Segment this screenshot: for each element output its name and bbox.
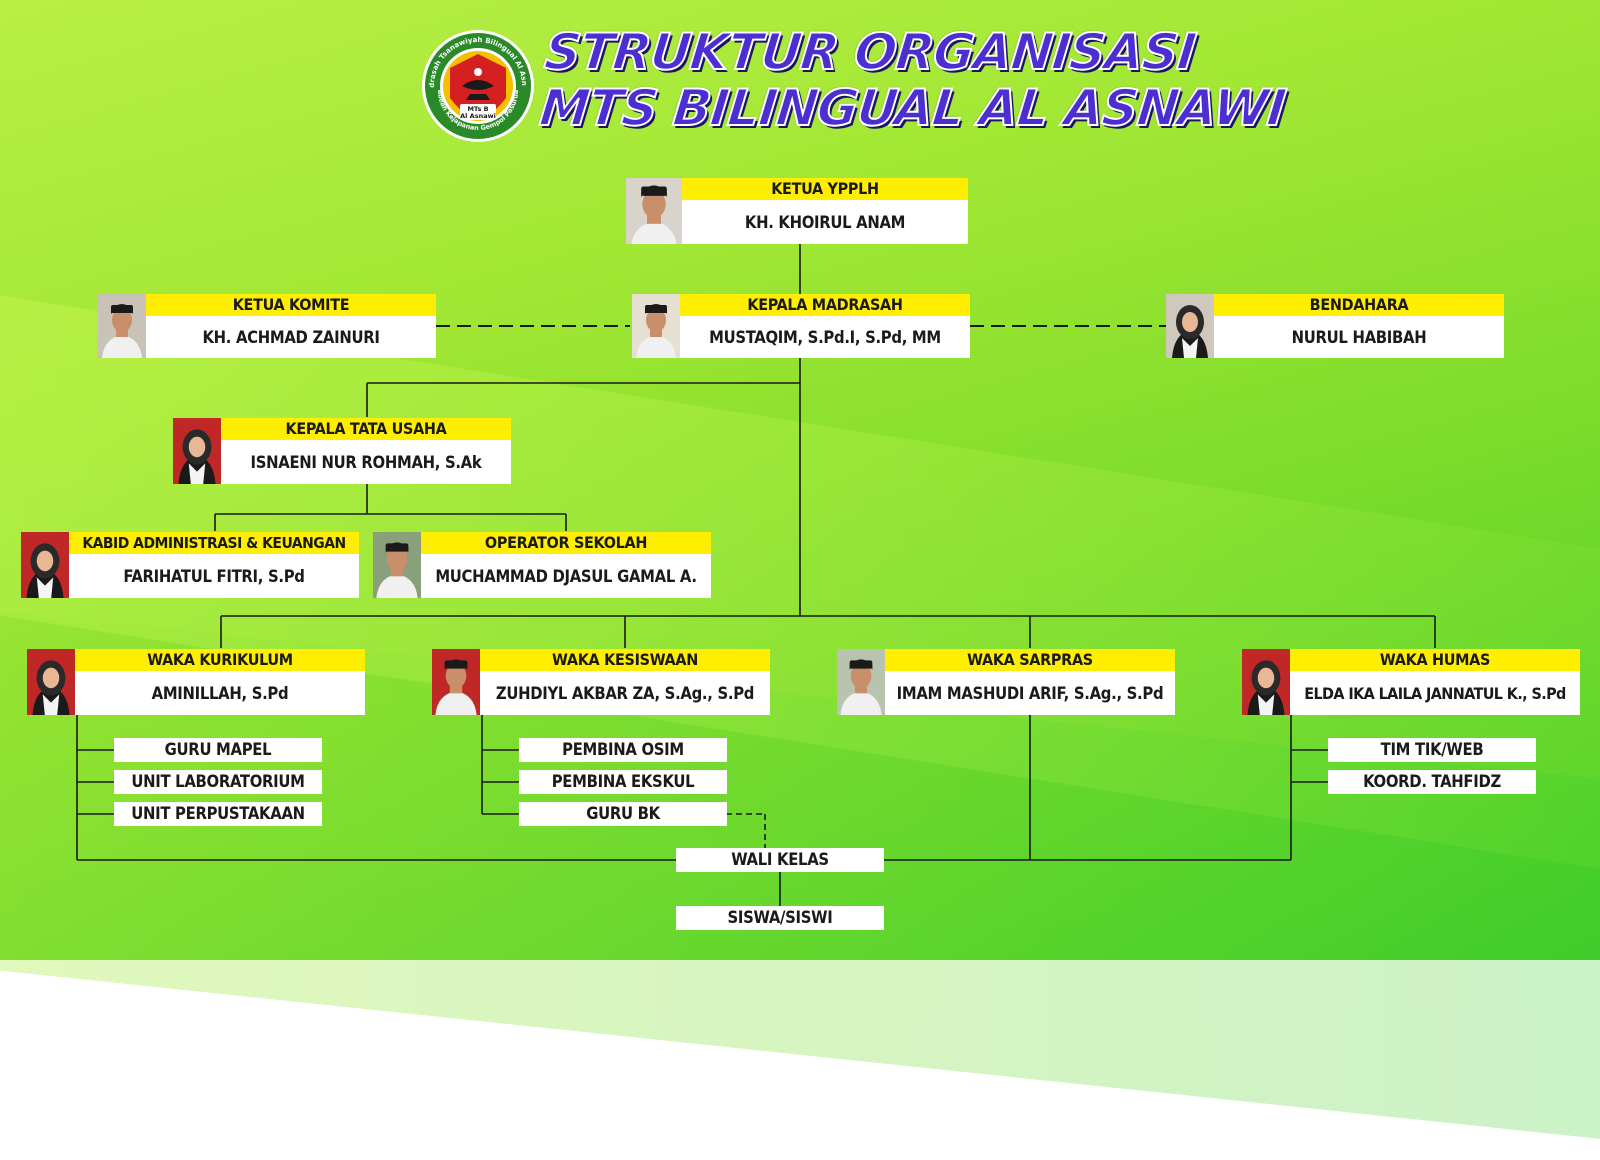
position-card-kabid-admin: KABID ADMINISTRASI & KEUANGAN FARIHATUL … [21, 532, 359, 598]
unit-label-pembina-ekskul: PEMBINA EKSKUL [519, 770, 727, 794]
man-photo [432, 649, 480, 715]
unit-label-siswa-siswi: SISWA/SISWI [676, 906, 884, 930]
position-role: KETUA YPPLH [682, 178, 968, 200]
position-role: KEPALA TATA USAHA [221, 418, 511, 440]
woman-photo [1242, 649, 1290, 715]
position-role: WAKA KESISWAAN [480, 649, 770, 671]
position-name: ELDA IKA LAILA JANNATUL K., S.Pd [1290, 671, 1580, 715]
unit-label-wali-kelas: WALI KELAS [676, 848, 884, 872]
position-role: KABID ADMINISTRASI & KEUANGAN [69, 532, 359, 554]
school-logo: Madrasah Tsanawiyah Bilingual Al Asnawi … [420, 28, 534, 142]
position-card-bendahara: BENDAHARA NURUL HABIBAH [1166, 294, 1504, 358]
position-role: KEPALA MADRASAH [680, 294, 970, 316]
position-card-waka-kurikulum: WAKA KURIKULUM AMINILLAH, S.Pd [27, 649, 365, 715]
position-name: NURUL HABIBAH [1214, 316, 1504, 358]
connector-lines [76, 244, 1436, 906]
logo-center-line2: Al Asnawi [460, 112, 496, 120]
page-title-line1: STRUKTUR ORGANISASI [541, 22, 1199, 82]
position-role: KETUA KOMITE [146, 294, 436, 316]
page-title-line2: MTS BILINGUAL AL ASNAWI [536, 78, 1289, 138]
unit-label-koord-tahfidz: KOORD. TAHFIDZ [1328, 770, 1536, 794]
position-card-operator: OPERATOR SEKOLAH MUCHAMMAD DJASUL GAMAL … [373, 532, 711, 598]
position-role: WAKA KURIKULUM [75, 649, 365, 671]
unit-label-laboratorium: UNIT LABORATORIUM [114, 770, 322, 794]
man-photo [98, 294, 146, 358]
position-role: BENDAHARA [1214, 294, 1504, 316]
position-name: MUCHAMMAD DJASUL GAMAL A. [421, 554, 711, 598]
unit-label-guru-mapel: GURU MAPEL [114, 738, 322, 762]
unit-label-guru-bk: GURU BK [519, 802, 727, 826]
man-photo [373, 532, 421, 598]
position-role: OPERATOR SEKOLAH [421, 532, 711, 554]
logo-center-line1: MTs B [467, 105, 488, 113]
man-photo [632, 294, 680, 358]
position-role: WAKA SARPRAS [885, 649, 1175, 671]
unit-label-perpustakaan: UNIT PERPUSTAKAAN [114, 802, 322, 826]
unit-label-pembina-osim: PEMBINA OSIM [519, 738, 727, 762]
position-name: AMINILLAH, S.Pd [75, 671, 365, 715]
position-card-kepala-tu: KEPALA TATA USAHA ISNAENI NUR ROHMAH, S.… [173, 418, 511, 484]
position-card-waka-kesiswaan: WAKA KESISWAAN ZUHDIYL AKBAR ZA, S.Ag., … [432, 649, 770, 715]
woman-photo [1166, 294, 1214, 358]
woman-photo [21, 532, 69, 598]
position-card-ketua-komite: KETUA KOMITE KH. ACHMAD ZAINURI [98, 294, 436, 358]
position-card-ketua-yypplh: KETUA YPPLH KH. KHOIRUL ANAM [626, 178, 968, 244]
position-card-waka-humas: WAKA HUMAS ELDA IKA LAILA JANNATUL K., S… [1242, 649, 1580, 715]
position-name: ISNAENI NUR ROHMAH, S.Ak [221, 440, 511, 484]
position-card-kepala-madrasah: KEPALA MADRASAH MUSTAQIM, S.Pd.I, S.Pd, … [632, 294, 970, 358]
unit-label-tim-tik-web: TIM TIK/WEB [1328, 738, 1536, 762]
woman-photo [27, 649, 75, 715]
man-photo [626, 178, 682, 244]
man-photo [837, 649, 885, 715]
position-role: WAKA HUMAS [1290, 649, 1580, 671]
position-name: KH. ACHMAD ZAINURI [146, 316, 436, 358]
position-card-waka-sarpras: WAKA SARPRAS IMAM MASHUDI ARIF, S.Ag., S… [837, 649, 1175, 715]
position-name: MUSTAQIM, S.Pd.I, S.Pd, MM [680, 316, 970, 358]
position-name: KH. KHOIRUL ANAM [682, 200, 968, 244]
position-name: IMAM MASHUDI ARIF, S.Ag., S.Pd [885, 671, 1175, 715]
woman-photo [173, 418, 221, 484]
position-name: FARIHATUL FITRI, S.Pd [69, 554, 359, 598]
position-name: ZUHDIYL AKBAR ZA, S.Ag., S.Pd [480, 671, 770, 715]
